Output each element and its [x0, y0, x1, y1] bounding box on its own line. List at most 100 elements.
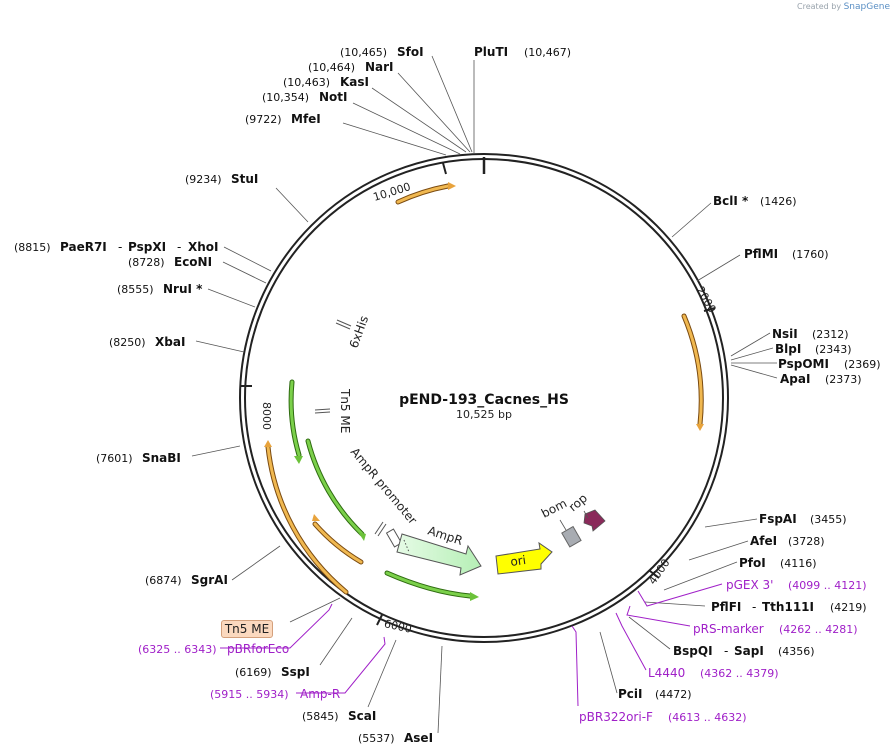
primer-pbr322-name: pBR322ori-F — [579, 710, 653, 724]
primer-l4440-range: (4362 .. 4379) — [700, 667, 779, 680]
primer-labels: pGEX 3' (4099 .. 4121) pRS-marker (4262 … — [138, 578, 867, 724]
enzyme-pflfi-pos: (4219) — [830, 601, 867, 614]
plasmid-name: pEND-193_Cacnes_HS — [399, 392, 569, 408]
label-ampr-promoter: AmpR promoter — [348, 445, 420, 527]
enzyme-kasi-pos: (10,463) — [283, 76, 330, 89]
snapgene-brand: SnapGene — [843, 2, 890, 12]
primer-pbr322-range: (4613 .. 4632) — [668, 711, 747, 724]
enzyme-apai-name: ApaI — [780, 372, 810, 386]
bom-box — [561, 525, 582, 548]
enzyme-nrui-name: NruI * — [163, 282, 203, 296]
enzyme-pflfi-name: PflFI — [711, 600, 741, 614]
enzyme-sgrai-name: SgrAI — [191, 573, 228, 587]
primer-pgex-range: (4099 .. 4121) — [788, 579, 867, 592]
label-6xhis: 6xHis — [347, 314, 372, 350]
enzyme-nrui-pos: (8555) — [117, 283, 154, 296]
ampr-arrow — [396, 533, 482, 576]
enzyme-noti-name: NotI — [319, 90, 348, 104]
ampr-promoter-mark — [374, 521, 403, 548]
enzyme-pflmi-pos: (1760) — [792, 248, 829, 261]
enzyme-pspomi-pos: (2369) — [844, 358, 881, 371]
tick-8000: 8000 — [260, 402, 273, 430]
enzyme-bspqi-dash: - — [724, 644, 728, 658]
snapgene-credit: Created by SnapGene — [797, 2, 890, 12]
enzyme-tth111i-name: Tth111I — [762, 600, 814, 614]
primer-prs-range: (4262 .. 4281) — [779, 623, 858, 636]
label-rop: rop — [566, 491, 590, 514]
credit-prefix: Created by — [797, 2, 842, 11]
enzyme-afei-pos: (3728) — [788, 535, 825, 548]
enzyme-labels-right: PluTI (10,467) BclI * (1426) PflMI (1760… — [474, 45, 881, 701]
enzyme-xbai-name: XbaI — [155, 335, 185, 349]
enzyme-paer7i-pos: (8815) — [14, 241, 51, 254]
enzyme-fspai-pos: (3455) — [810, 513, 847, 526]
enzyme-asei-name: AseI — [404, 731, 433, 745]
enzyme-nsii-name: NsiI — [772, 327, 798, 341]
primer-l4440-name: L4440 — [648, 666, 685, 680]
enzyme-pluti-name: PluTI — [474, 45, 508, 59]
enzyme-scai-pos: (5845) — [302, 710, 339, 723]
enzyme-pfoi-pos: (4116) — [780, 557, 817, 570]
enzyme-pfoi-name: PfoI — [739, 556, 766, 570]
enzyme-stui-name: StuI — [231, 172, 258, 186]
enzyme-pspomi-name: PspOMI — [778, 357, 829, 371]
enzyme-paer7i-dash1: - — [118, 240, 122, 254]
enzyme-pflfi-dash: - — [752, 600, 756, 614]
enzyme-sgrai-pos: (6874) — [145, 574, 182, 587]
enzyme-blpi-pos: (2343) — [815, 343, 852, 356]
tick-6000: 6000 — [383, 617, 413, 636]
enzyme-labels-left: (10,465) SfoI (10,464) NarI (10,463) Kas… — [14, 45, 433, 745]
enzyme-paer7i-name: PaeR7I — [60, 240, 107, 254]
primer-pgex-name: pGEX 3' — [726, 578, 773, 592]
primer-ampr-name: Amp-R — [300, 687, 340, 701]
position-ticks — [241, 162, 716, 626]
enzyme-xbai-pos: (8250) — [109, 336, 146, 349]
tn5me-feature-box: Tn5 ME — [221, 620, 273, 638]
enzyme-xhoi-name: XhoI — [188, 240, 219, 254]
primer-pbrforeco-range: (6325 .. 6343) — [138, 643, 217, 656]
enzyme-econi-name: EcoNI — [174, 255, 212, 269]
enzyme-sfoi-name: SfoI — [397, 45, 424, 59]
tick-2000: 2000 — [693, 284, 718, 315]
primer-lines — [220, 583, 723, 707]
enzyme-pflmi-name: PflMI — [744, 247, 778, 261]
enzyme-afei-name: AfeI — [750, 534, 777, 548]
label-bom: bom — [539, 496, 569, 521]
enzyme-noti-pos: (10,354) — [262, 91, 309, 104]
label-ori: ori — [509, 553, 526, 569]
enzyme-bcli-pos: (1426) — [760, 195, 797, 208]
enzyme-bspqi-name: BspQI — [673, 644, 713, 658]
enzyme-mfei-name: MfeI — [291, 112, 321, 126]
enzyme-kasi-name: KasI — [340, 75, 369, 89]
tn5me-mark — [314, 408, 331, 414]
enzyme-blpi-name: BlpI — [775, 342, 801, 356]
enzyme-lines — [191, 55, 778, 734]
bom-leader — [559, 519, 567, 531]
enzyme-paer7i-dash2: - — [177, 240, 181, 254]
enzyme-apai-pos: (2373) — [825, 373, 862, 386]
enzyme-snabi-name: SnaBI — [142, 451, 181, 465]
primer-ampr-range: (5915 .. 5934) — [210, 688, 289, 701]
label-tn5me: Tn5 ME — [338, 388, 352, 433]
enzyme-scai-name: ScaI — [348, 709, 376, 723]
enzyme-econi-pos: (8728) — [128, 256, 165, 269]
enzyme-nari-name: NarI — [365, 60, 394, 74]
primer-pbrforeco-name: pBRforEco — [227, 642, 289, 656]
backbone-outer — [239, 153, 729, 643]
ori-arrow — [495, 541, 553, 575]
enzyme-asei-pos: (5537) — [358, 732, 395, 745]
primer-prs-name: pRS-marker — [693, 622, 764, 636]
enzyme-sspi-name: SspI — [281, 665, 310, 679]
enzyme-stui-pos: (9234) — [185, 173, 222, 186]
plasmid-size: 10,525 bp — [456, 408, 512, 421]
enzyme-bcli-name: BclI * — [713, 194, 749, 208]
enzyme-pcii-name: PciI — [618, 687, 643, 701]
enzyme-sapi-name: SapI — [734, 644, 764, 658]
enzyme-pspxi-name: PspXI — [128, 240, 166, 254]
enzyme-fspai-name: FspAI — [759, 512, 797, 526]
sixhis-mark — [335, 319, 352, 330]
enzyme-sfoi-pos: (10,465) — [340, 46, 387, 59]
orange-features — [264, 182, 704, 595]
enzyme-snabi-pos: (7601) — [96, 452, 133, 465]
